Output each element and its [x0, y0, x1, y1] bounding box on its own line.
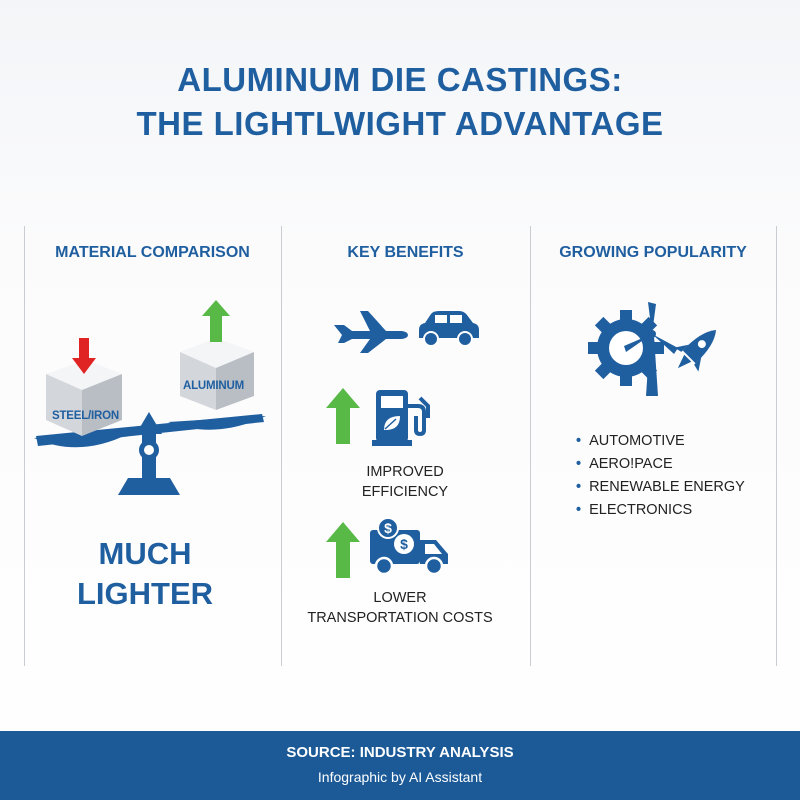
- rocket-icon: [674, 329, 717, 372]
- material-comparison-heading: MATERIAL COMPARISON: [55, 244, 250, 261]
- aluminum-cube-icon: [180, 338, 254, 410]
- wind-turbine-icon: [624, 302, 678, 396]
- steel-iron-label: STEEL/IRON: [52, 410, 120, 422]
- lower-transportation-costs-label: LOWER TRANSPORTATION COSTS: [300, 588, 500, 628]
- divider-1: [281, 226, 282, 666]
- divider-2: [530, 226, 531, 666]
- result-line-2: LIGHTER: [76, 576, 214, 611]
- bullet-icon: •: [576, 433, 582, 449]
- improved-efficiency-label: IMPROVED EFFICIENCY: [330, 462, 480, 502]
- improved-line: IMPROVED: [366, 464, 444, 480]
- key-benefits-heading: KEY BENEFITS: [347, 244, 464, 261]
- divider-right-edge: [776, 226, 777, 666]
- airplane-icon: [334, 311, 408, 353]
- bullet-icon: •: [576, 479, 582, 495]
- green-up-arrow-icon: [202, 300, 230, 342]
- bullet-icon: •: [576, 502, 582, 518]
- list-item: • AERO!PACE: [576, 453, 745, 476]
- efficiency-line: EFFICIENCY: [361, 484, 449, 500]
- balance-scale-icon: [34, 300, 266, 495]
- source-text: SOURCE: INDUSTRY ANALYSIS: [286, 744, 514, 761]
- svg-text:$: $: [384, 520, 392, 536]
- car-icon: [419, 311, 479, 347]
- growing-popularity-heading: GROWING POPULARITY: [559, 244, 747, 261]
- page-title: ALUMINUM DIE CASTINGS: THE LIGHTLWIGHT A…: [0, 58, 800, 146]
- transportation-costs-line: TRANSPORTATION COSTS: [307, 610, 493, 626]
- svg-text:$: $: [400, 536, 408, 552]
- red-down-arrow-icon: [72, 338, 96, 374]
- fuel-pump-leaf-icon: [372, 390, 430, 446]
- much-lighter-result: MUCH LIGHTER: [30, 534, 260, 614]
- list-item-label: AUTOMOTIVE: [589, 433, 685, 449]
- list-item-label: ELECTRONICS: [589, 502, 693, 518]
- list-item: • RENEWABLE ENERGY: [576, 476, 745, 499]
- list-item-label: AERO!PACE: [589, 456, 673, 472]
- list-item: • AUTOMOTIVE: [576, 430, 745, 453]
- green-up-arrow-icon: [326, 388, 360, 444]
- result-line-1: MUCH: [98, 536, 192, 571]
- lower-line: LOWER: [373, 590, 427, 606]
- balance-scale-illustration: [30, 290, 270, 500]
- footer-banner: SOURCE: INDUSTRY ANALYSIS Infographic by…: [0, 731, 800, 800]
- truck-dollar-icon: $ $: [370, 517, 448, 576]
- title-line-1: ALUMINUM DIE CASTINGS:: [177, 61, 623, 98]
- steel-cube-icon: [46, 360, 122, 436]
- list-item: • ELECTRONICS: [576, 499, 745, 522]
- divider-left-edge: [24, 226, 25, 666]
- title-line-2: THE LIGHTLWIGHT ADVANTAGE: [136, 105, 664, 142]
- gear-turbine-rocket-icon: [588, 302, 717, 396]
- industry-list: • AUTOMOTIVE • AERO!PACE • RENEWABLE ENERGY…: [576, 430, 745, 522]
- credit-text: Infographic by AI Assistant: [317, 769, 483, 785]
- bullet-icon: •: [576, 456, 582, 472]
- green-up-arrow-icon: [326, 522, 360, 578]
- list-item-label: RENEWABLE ENERGY: [589, 479, 745, 495]
- aluminum-label: ALUMINUM: [183, 380, 244, 392]
